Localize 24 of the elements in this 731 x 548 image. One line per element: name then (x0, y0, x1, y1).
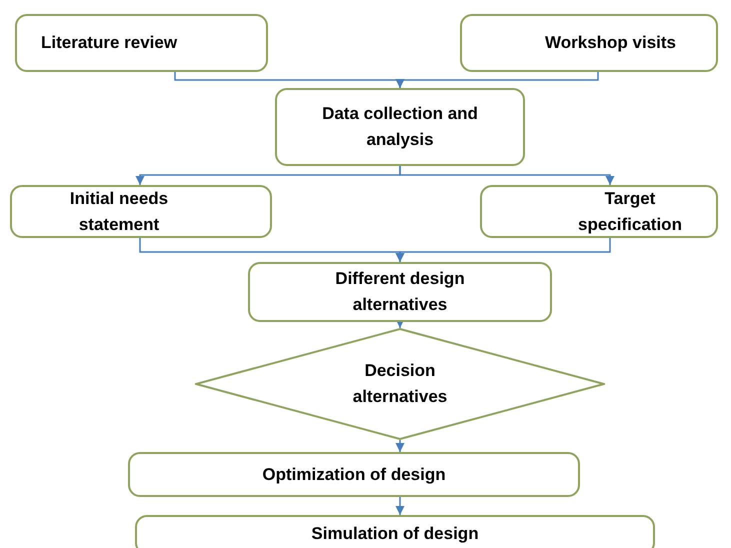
node-label: Initial needs statement (68, 188, 170, 236)
node-label: Decision alternatives (352, 360, 448, 408)
connector-arrow (399, 166, 614, 185)
node-label: Target specification (577, 188, 683, 236)
node-label: Workshop visits (545, 32, 676, 54)
connector-arrow (396, 72, 599, 88)
connector-arrow (396, 440, 404, 452)
process-box (275, 88, 525, 166)
connector-arrow (396, 238, 611, 262)
decision-diamond (195, 328, 605, 440)
node-label: Optimization of design (262, 464, 446, 486)
connector-arrow (396, 497, 404, 515)
process-box (135, 515, 655, 548)
node-label: Different design alternatives (334, 268, 466, 316)
process-box (15, 14, 268, 72)
process-box (248, 262, 552, 322)
process-box (128, 452, 580, 497)
node-label: Simulation of design (311, 523, 479, 545)
connector-arrow (396, 319, 404, 328)
node-label: Literature review (41, 32, 178, 54)
process-box (10, 185, 272, 238)
node-label: Data collection and analysis (321, 103, 479, 151)
process-box (460, 14, 718, 72)
process-box (480, 185, 718, 238)
